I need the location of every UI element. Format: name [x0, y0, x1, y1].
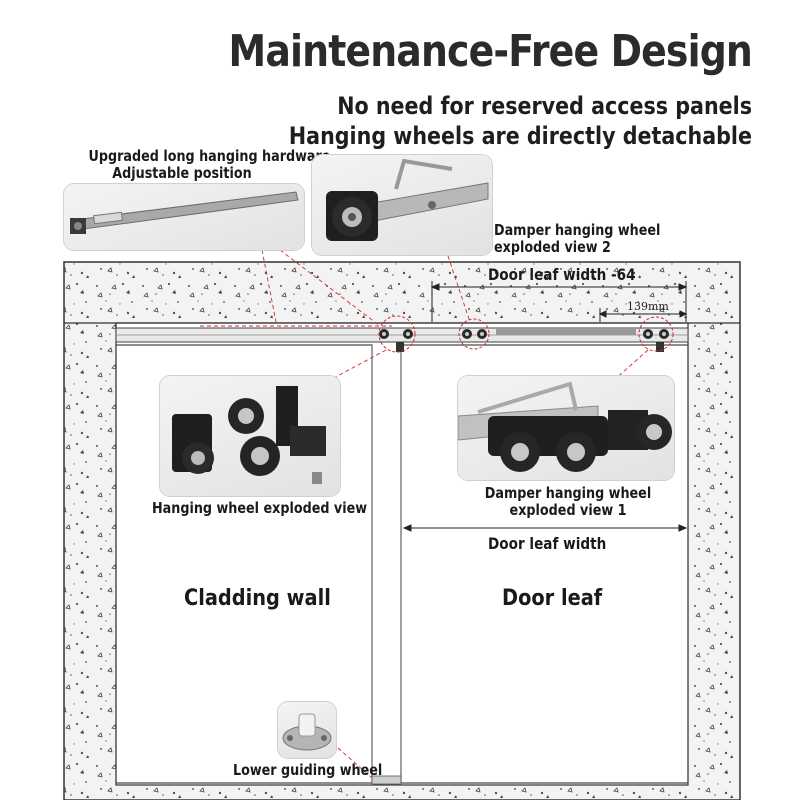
dim-139mm [598, 308, 688, 322]
dim-door-leaf-minus-label: Door leaf width -64 [488, 265, 636, 284]
leader-lines [200, 249, 649, 779]
dim-door-leaf-minus [430, 281, 688, 322]
wheel-highlights [378, 315, 674, 353]
damper-view-1-photo [458, 376, 674, 480]
long-hardware-label: Upgraded long hanging hardware Adjustabl… [88, 147, 331, 182]
page-title: Maintenance-Free Design [228, 26, 753, 77]
damper-view-1-label: Damper hanging wheel exploded view 1 [484, 484, 652, 519]
dim-door-leaf [402, 524, 688, 532]
dim-139mm-label: 139mm [627, 300, 669, 313]
damper-view-2-label: Damper hanging wheel exploded view 2 [494, 221, 661, 256]
subtitle-line-2: Hanging wheels are directly detachable [288, 122, 752, 150]
dim-door-leaf-label: Door leaf width [488, 534, 607, 553]
door-leaf-label: Door leaf [502, 586, 603, 611]
damper-view-2-photo [312, 155, 492, 255]
hanging-wheel-photo [160, 376, 340, 496]
hanging-wheel-label: Hanging wheel exploded view [152, 499, 368, 517]
rail-wheels [379, 329, 669, 352]
lower-guiding-wheel-label: Lower guiding wheel [233, 761, 383, 779]
lower-guiding-wheel-photo [278, 702, 336, 758]
subtitle-line-1: No need for reserved access panels [337, 92, 752, 120]
cladding-wall-label: Cladding wall [184, 586, 331, 611]
long-hardware-photo [64, 184, 304, 250]
